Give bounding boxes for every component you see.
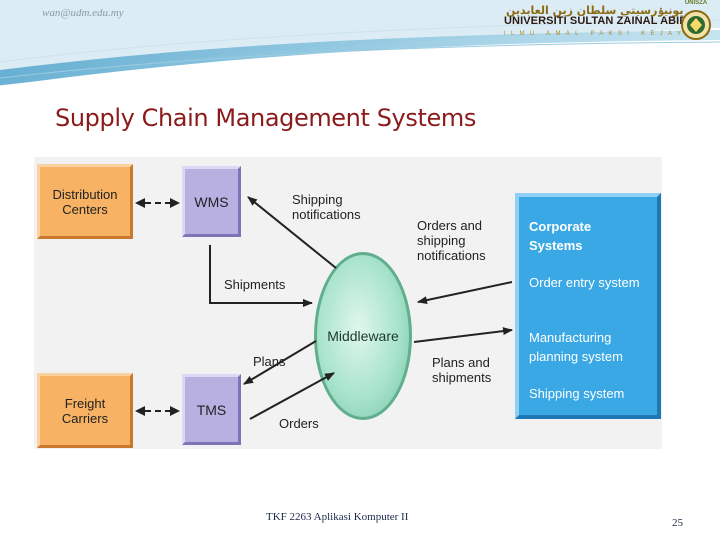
freight-carriers-label: Freight Carriers [61,395,109,426]
wms-label: WMS [194,193,229,210]
shipping-system-label: Shipping system [529,386,625,401]
tms-box: TMS [182,374,241,445]
manufacturing-planning-label: Manufacturing planning system [529,330,623,364]
corporate-systems-title: Corporate Systems [529,219,592,253]
orders-arrow [249,372,335,420]
orders-label: Orders [279,416,319,431]
header-email: wan@udm.edu.my [42,7,124,19]
logo-arabic-text: يونيۏرسيتي سلطان زين العابدين [506,4,684,17]
page-number: 25 [672,517,683,529]
corporate-systems-box: Corporate Systems Order entry system Man… [515,193,661,419]
wms-box: WMS [182,166,241,237]
distribution-centers-label: Distribution Centers [52,186,118,217]
shipping-notifications-label: Shipping notifications [292,192,361,222]
middleware-label: Middleware [327,328,399,344]
logo-abbreviation: UNISZA [684,0,708,6]
shipments-label: Shipments [224,277,286,292]
tms-label: TMS [196,401,227,418]
page-title: Supply Chain Management Systems [55,104,476,132]
shipments-arrow [209,245,313,307]
freight-carriers-box: Freight Carriers [37,373,133,448]
plans-and-shipments-label: Plans and shipments [432,355,492,385]
plans-shipments-arrow [413,327,513,343]
unisza-crest-icon: UNISZA [676,0,716,42]
logo-university-name: UNIVERSITI SULTAN ZAINAL ABIDIN [504,15,699,27]
header-swoosh [0,0,720,87]
order-entry-system-label: Order entry system [529,275,640,290]
logo-tagline: ILMU AMAL PAKSI KEJAYAAN [504,31,715,37]
middleware-ellipse: Middleware [314,252,412,420]
plans-arrow [243,340,317,385]
plans-label: Plans [253,354,286,369]
orders-shipping-notifications-label: Orders and shipping notifications [417,218,486,263]
footer-course: TKF 2263 Aplikasi Komputer II [266,511,409,523]
shipping-notifications-arrow [247,196,337,269]
orders-shipping-notifications-arrow [417,281,513,305]
university-logo: يونيۏرسيتي سلطان زين العابدين UNIVERSITI… [492,0,720,46]
distribution-centers-box: Distribution Centers [37,164,133,239]
